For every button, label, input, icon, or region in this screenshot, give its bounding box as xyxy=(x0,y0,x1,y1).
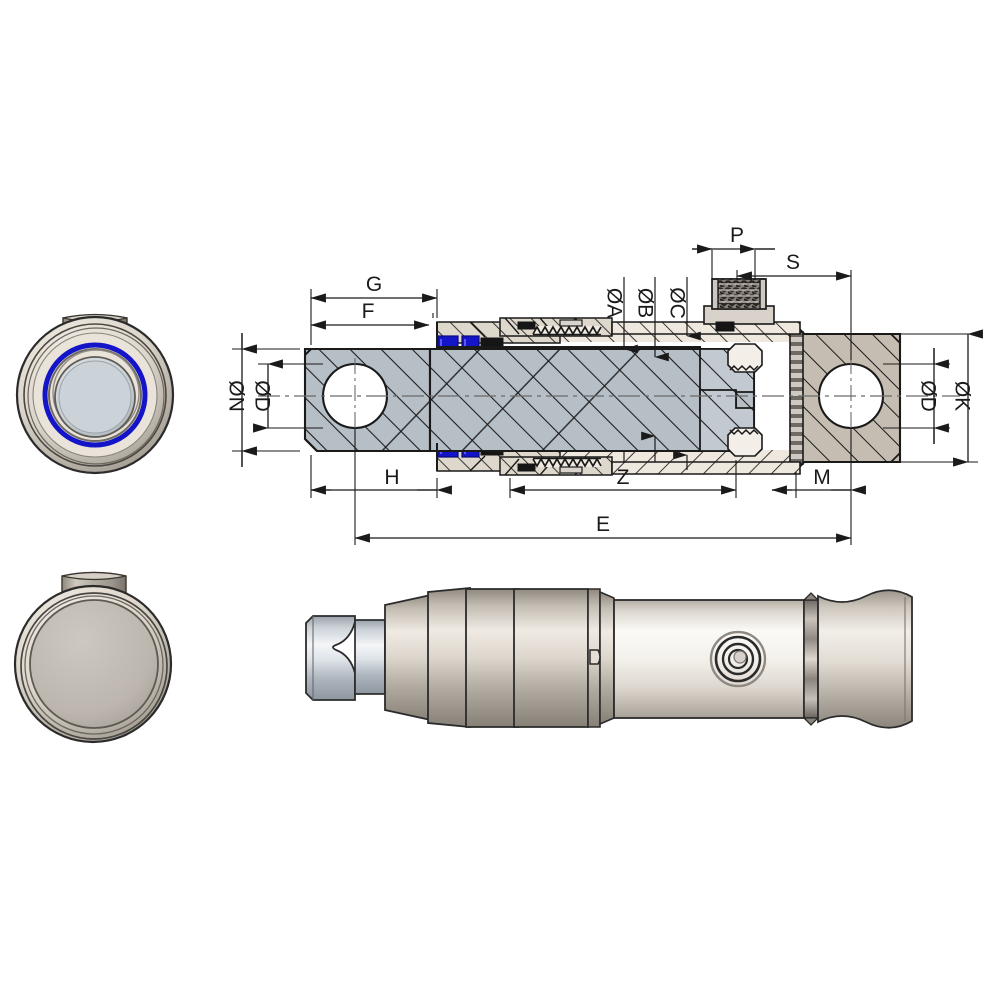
iso-collar-2 xyxy=(427,587,471,728)
barrel-seal-wedge-upper-thread xyxy=(729,364,759,372)
dimension-S: S xyxy=(736,251,852,360)
iso-gland-body xyxy=(513,588,589,728)
barrel-seal-wedge-lower xyxy=(727,427,763,457)
iso-collar-3 xyxy=(465,588,519,728)
dimension-A-label: ØA xyxy=(603,288,626,318)
gland-chamfer-a xyxy=(469,321,486,338)
iso-knurled-band xyxy=(803,599,819,719)
end-cap-bolt-shaft xyxy=(789,331,804,465)
right-block-chamfer-tr xyxy=(890,333,901,344)
dimension-G-label: G xyxy=(366,273,382,296)
dimension-group-bottom: H Z M E xyxy=(310,428,866,545)
iso-rod-spool-end xyxy=(305,615,356,701)
gland-oring-lower xyxy=(517,463,536,472)
gland-chamfer-f xyxy=(504,458,520,476)
dimension-N: ØN xyxy=(225,333,257,467)
dimension-D-right-label: ØD xyxy=(917,380,940,412)
dimension-M-label: M xyxy=(813,466,831,489)
end-view-front-blue-seal-ring xyxy=(42,342,148,448)
dimension-F-label: F xyxy=(362,300,375,323)
gland-oring-upper xyxy=(517,321,536,330)
dimension-B-label: ØB xyxy=(634,288,657,318)
dimension-group-top: G F P S xyxy=(310,224,852,360)
dimension-P-label: P xyxy=(730,224,744,247)
dimension-H: H xyxy=(310,466,452,495)
iso-port-hole xyxy=(733,650,747,664)
dimension-E: E xyxy=(354,513,852,543)
dimension-M: M xyxy=(771,466,866,495)
dimension-Z: Z xyxy=(509,466,737,495)
dimension-C: ØC xyxy=(666,277,701,470)
dimension-C-label: ØC xyxy=(666,287,689,319)
dimension-N-label: ØN xyxy=(225,380,248,412)
section-view xyxy=(258,278,960,476)
dimension-F: F xyxy=(310,300,430,330)
gland-thread-upper xyxy=(532,325,602,336)
iso-port-rings xyxy=(709,630,767,688)
dimension-A: ØA xyxy=(603,277,638,462)
iso-knurl-bottom-cap xyxy=(802,717,820,726)
end-view-front-rod-face-inner xyxy=(58,360,132,434)
iso-solid-view xyxy=(305,587,913,729)
iso-barrel-body xyxy=(613,599,805,719)
end-view-front-ring-3 xyxy=(27,327,165,465)
end-view-front-with-seal xyxy=(15,313,175,475)
gland-chamfer-b xyxy=(504,317,520,335)
dimension-B: ØB xyxy=(634,277,669,462)
iso-port-ring-outer xyxy=(709,630,767,688)
dimension-group-right: ØD ØK xyxy=(883,329,983,467)
rod-hatch-detail xyxy=(381,348,641,452)
barrel-lower-wall xyxy=(611,461,801,475)
end-view-rear-flat-face xyxy=(29,599,159,729)
iso-port-ring-3 xyxy=(721,642,755,676)
barrel-seal-wedge-upper xyxy=(727,343,763,373)
port-thread-lines xyxy=(719,283,759,303)
iso-gland-notch xyxy=(589,649,601,665)
iso-rod-shaft xyxy=(354,619,386,695)
dimension-H-label: H xyxy=(384,466,399,489)
gland-cap-upper xyxy=(559,319,583,327)
dimension-D-left-label: ØD xyxy=(251,380,274,412)
end-view-front-seal-inner-edge xyxy=(48,348,142,442)
oil-port-assembly xyxy=(703,278,775,332)
dimension-D-right: ØD xyxy=(917,348,949,444)
gland-thread-lower xyxy=(532,457,602,468)
iso-knurl-top-cap xyxy=(802,592,820,601)
barrel-seal-wedge-lower-thread xyxy=(729,428,759,436)
dimension-K-label: ØK xyxy=(951,381,974,411)
iso-rear-clevis xyxy=(817,589,913,729)
end-view-rear-ring-2 xyxy=(20,592,168,740)
iso-port-ring-2 xyxy=(714,635,762,683)
port-oring xyxy=(715,321,735,332)
gland-chamfer-e xyxy=(469,455,486,472)
dimension-K: ØK xyxy=(951,329,983,467)
left-clevis-chamfer-bottom xyxy=(304,438,318,452)
gland-cap-lower xyxy=(559,466,583,474)
rod-wiper-upper xyxy=(480,337,504,348)
dimension-E-label: E xyxy=(596,513,610,536)
dimension-G: G xyxy=(310,273,438,303)
dimension-D-left: ØD xyxy=(251,359,283,433)
dimension-S-label: S xyxy=(786,251,800,274)
dimension-Z-label: Z xyxy=(617,466,630,489)
dimension-group-diameter-leaders: ØA ØB ØC xyxy=(603,277,701,470)
end-view-front-ring-2 xyxy=(23,323,167,467)
iso-gland-shoulder xyxy=(599,590,615,726)
end-view-rear-ring-3 xyxy=(24,595,164,735)
end-view-rear xyxy=(13,571,173,744)
left-clevis-chamfer-top xyxy=(304,348,312,356)
right-block-chamfer-br xyxy=(890,452,901,463)
dimension-group-left: ØN ØD xyxy=(225,333,323,467)
iso-port-ring-inner xyxy=(727,648,749,670)
